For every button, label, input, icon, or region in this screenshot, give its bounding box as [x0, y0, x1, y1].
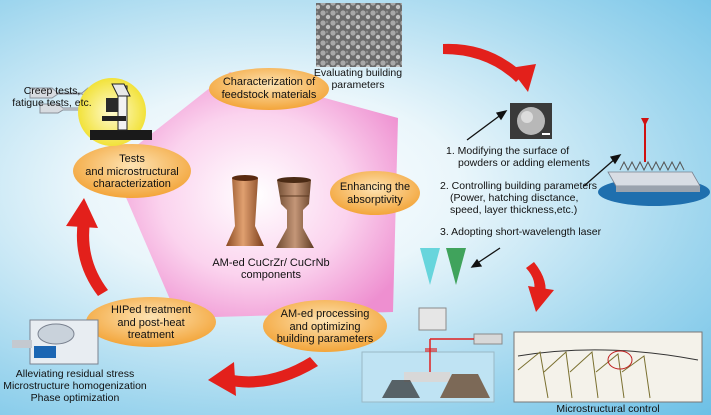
label-tests: Tests and microstructural characterizati…: [85, 153, 179, 190]
caption-creep: Creep tests, fatigue tests, etc.: [12, 85, 92, 109]
arrow-top-right: [443, 43, 536, 92]
oval-hiped: [86, 297, 216, 347]
oval-tests: [73, 144, 191, 198]
furnace-image: [12, 319, 99, 365]
method-3: 3. Adopting short-wavelength laser: [440, 226, 602, 238]
particle-sem-image: [510, 103, 552, 139]
arrow-left: [66, 198, 108, 296]
label-hiped: HIPed treatment and post-heat treatment: [110, 304, 192, 341]
arrow-right: [526, 262, 554, 312]
arrow-bottom: [208, 357, 318, 396]
oval-processing: [263, 300, 387, 352]
cycle-arrows: [66, 43, 554, 396]
build-platform-image: [598, 118, 710, 206]
copper-components-image: [226, 175, 314, 248]
am-machine-image: [361, 307, 503, 403]
label-absorptivity: Enhancing the absorptivity: [339, 181, 411, 206]
powder-sem-image: [316, 3, 402, 67]
caption-microstructural-control: Microstructural control: [556, 403, 660, 415]
pointer-arrows: [466, 110, 622, 268]
caption-evaluating: Evaluating building parameters: [313, 67, 403, 91]
laser-cones-image: [420, 248, 466, 285]
center-label: AM-ed CuCrZr/ CuCrNb components: [212, 257, 330, 281]
label-processing: AM-ed processing and optimizing building…: [276, 308, 374, 345]
microscope-image: [78, 78, 152, 146]
caption-alleviating: Alleviating residual stress Microstructu…: [3, 368, 147, 404]
oval-characterization: [209, 68, 329, 110]
method-1: 1. Modifying the surface of powders or a…: [446, 145, 590, 169]
microstructure-image: [513, 331, 703, 403]
method-2: 2. Controlling building parameters (Powe…: [440, 180, 598, 216]
label-characterization: Characterization of feedstock materials: [221, 76, 317, 101]
oval-absorptivity: [330, 171, 420, 215]
